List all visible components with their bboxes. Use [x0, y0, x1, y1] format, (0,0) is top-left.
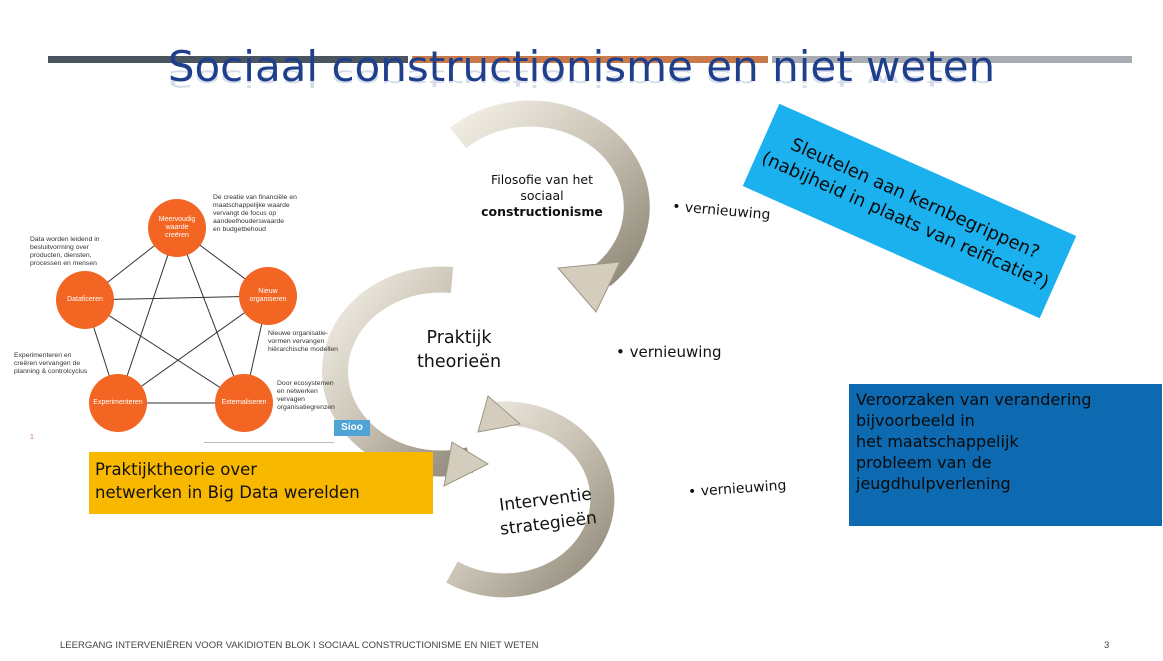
callout-praktijktheorie-line2: netwerken in Big Data werelden — [95, 483, 360, 502]
callout-verandering-line5: jeugdhulpverlening — [856, 474, 1011, 493]
desc-br-line1: Door ecosystemen — [277, 380, 334, 387]
desc-top-line5: en budgetbehoud — [213, 226, 266, 233]
cycle-arrow-bottom — [446, 401, 615, 598]
desc-bl-line3: planning & controlcyclus — [14, 368, 88, 375]
node-dataficeren-label: Dataficeren — [67, 296, 103, 303]
page-number: 3 — [1104, 640, 1110, 651]
desc-top-line1: De creatie van financiële en — [213, 194, 297, 201]
desc-top-line4: aandeelhouderswaarde — [213, 218, 285, 225]
desc-nieuw-organiseren: Nieuwe organisatie- vormen vervangen hië… — [268, 330, 338, 354]
network-footer-rule — [204, 442, 334, 443]
stage1-line1: Filosofie van het — [490, 172, 594, 187]
node-nieuw-organiseren-label: Nieuw organiseren — [238, 288, 298, 304]
node-nieuw-line2: organiseren — [249, 296, 287, 303]
desc-br-line3: vervagen — [277, 396, 305, 403]
node-externaliseren-label: Externaliseren — [221, 399, 267, 406]
desc-dataficeren: Data worden leidend in besluitvorming ov… — [30, 236, 100, 268]
callout-verandering-line4: probleem van de — [856, 453, 992, 472]
desc-left-line4: processen en mensen — [30, 260, 97, 267]
desc-bl-line2: creëren vervangen de — [14, 360, 81, 367]
header-bar-copper — [412, 56, 768, 63]
stage2-line1: Praktijk — [426, 328, 492, 348]
header-bar-grey — [772, 56, 1132, 63]
cycle-arrowhead-bottom — [477, 395, 522, 433]
desc-bl-line1: Experimenteren en — [14, 352, 72, 359]
stage2-label: Praktijk theorieën — [404, 326, 514, 374]
callout-verandering-line3: het maatschappelijk — [856, 432, 1019, 451]
network-small-number: 1 — [30, 434, 34, 441]
desc-top-line3: vervangt de focus op — [213, 210, 277, 217]
desc-br-line4: organisatiegrenzen — [277, 404, 335, 411]
stage1-label: Filosofie van het sociaal constructionis… — [462, 172, 622, 220]
node-experimenteren — [89, 374, 147, 432]
callout-praktijktheorie: Praktijktheorie over netwerken in Big Da… — [89, 452, 433, 514]
stage1-line3: constructionisme — [481, 204, 603, 219]
desc-left-line2: besluitvorming over — [30, 244, 89, 251]
desc-right-line1: Nieuwe organisatie- — [268, 330, 329, 337]
slide-footer: LEERGANG INTERVENIËREN VOOR VAKIDIOTEN B… — [60, 640, 539, 651]
desc-right-line3: hiërarchische modellen — [268, 346, 338, 353]
cycle-arrowhead-middle — [443, 441, 490, 487]
desc-right-line2: vormen vervangen — [268, 338, 325, 345]
node-experimenteren-label: Experimenteren — [93, 399, 143, 406]
desc-meervoudig: De creatie van financiële en maatschappe… — [213, 194, 297, 234]
callout-verandering: Veroorzaken van verandering bijvoorbeeld… — [849, 384, 1162, 526]
stage1-line2: sociaal — [520, 188, 564, 203]
node-meervoudig-label: Meervoudig waarde creëren — [147, 216, 207, 240]
stage2-line2: theorieën — [416, 352, 502, 372]
desc-top-line2: maatschappelijke waarde — [213, 202, 290, 209]
node-externaliseren — [215, 374, 273, 432]
node-meervoudig — [148, 199, 206, 257]
desc-externaliseren: Door ecosystemen en netwerken vervagen o… — [277, 380, 335, 412]
callout-verandering-line1: Veroorzaken van verandering — [856, 390, 1092, 409]
cycle-arrow-top — [449, 100, 650, 287]
node-nieuw-organiseren — [239, 267, 297, 325]
desc-left-line1: Data worden leidend in — [30, 236, 100, 243]
desc-left-line3: producten, diensten, — [30, 252, 92, 259]
bullet-vernieuwing-2: • vernieuwing — [616, 343, 722, 361]
cycle-arrowhead-top — [556, 261, 621, 313]
slide-title: Sociaal constructionisme en niet weten — [167, 42, 996, 91]
callout-praktijktheorie-line1: Praktijktheorie over — [95, 460, 258, 479]
node-nieuw-line1: Nieuw — [258, 288, 278, 295]
desc-experimenteren: Experimenteren en creëren vervangen de p… — [14, 352, 87, 376]
callout-verandering-line2: bijvoorbeeld in — [856, 411, 975, 430]
desc-br-line2: en netwerken — [277, 388, 318, 395]
node-meervoudig-line3: creëren — [165, 232, 189, 239]
node-meervoudig-line2: waarde — [165, 224, 189, 231]
node-dataficeren — [56, 271, 114, 329]
sioo-logo: Sioo — [334, 420, 370, 436]
header-bar-dark — [48, 56, 408, 63]
node-meervoudig-line1: Meervoudig — [158, 216, 196, 223]
